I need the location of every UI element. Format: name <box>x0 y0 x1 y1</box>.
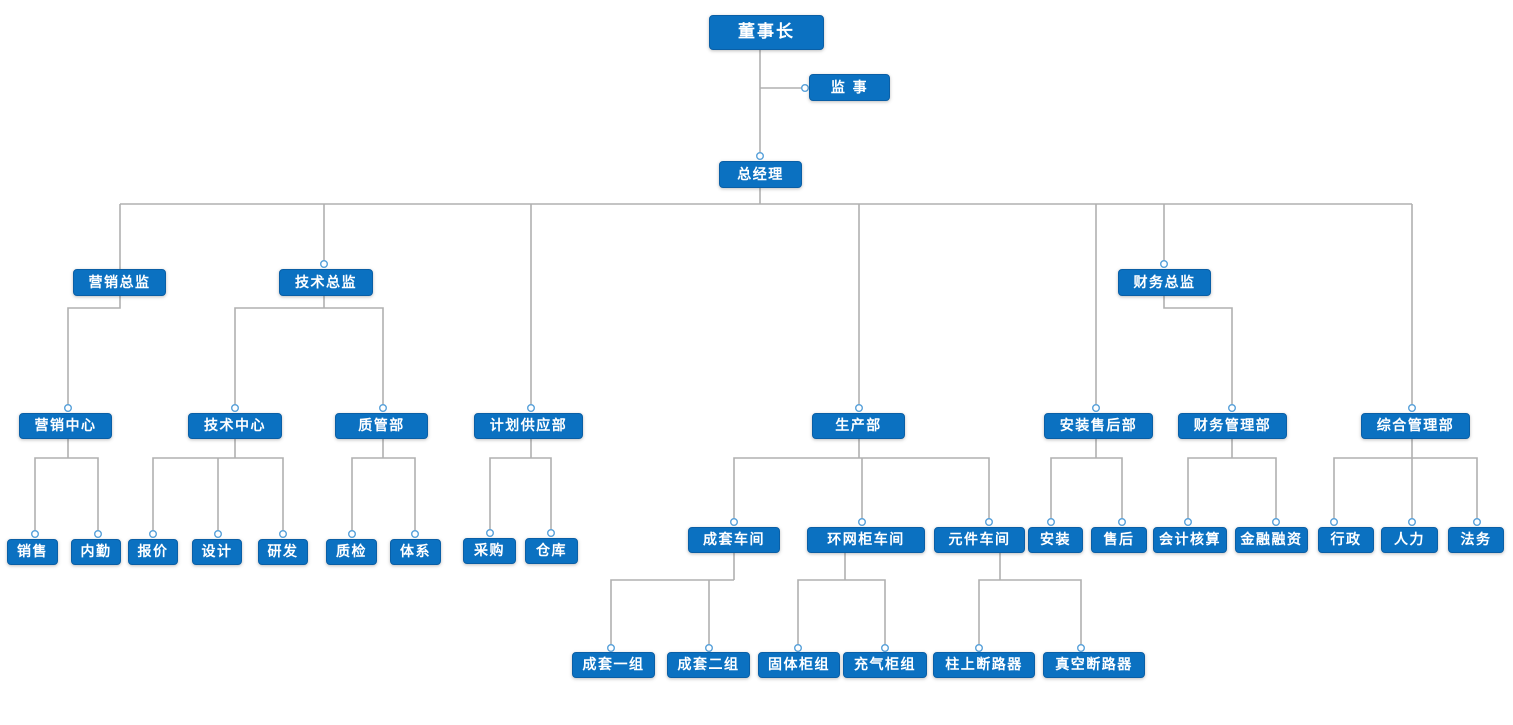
connector-port <box>1091 404 1100 413</box>
org-node-planning-supply-dept[interactable]: 计划供应部 <box>474 413 583 439</box>
org-node-production-dept[interactable]: 生产部 <box>812 413 905 439</box>
connector-port <box>1407 404 1416 413</box>
connector-port <box>547 529 556 538</box>
connector-port <box>93 530 102 539</box>
connector-segment <box>34 457 99 534</box>
connector-segment <box>978 579 1082 648</box>
connector-port <box>527 404 536 413</box>
org-node-sales[interactable]: 销售 <box>7 539 58 565</box>
org-node-component-workshop[interactable]: 元件车间 <box>934 527 1025 553</box>
org-node-warehouse[interactable]: 仓库 <box>525 538 578 564</box>
connector-port <box>411 530 420 539</box>
org-node-internal-support[interactable]: 内勤 <box>71 539 121 565</box>
connector-segment <box>1163 296 1233 408</box>
connector-port <box>1117 518 1126 527</box>
org-node-quality-system[interactable]: 体系 <box>390 539 441 565</box>
org-node-install-aftersales-dept[interactable]: 安装售后部 <box>1044 413 1153 439</box>
connector-port <box>213 530 222 539</box>
connector-segment <box>1333 457 1478 522</box>
org-node-finance-mgmt-dept[interactable]: 财务管理部 <box>1178 413 1287 439</box>
org-node-rnd[interactable]: 研发 <box>258 539 308 565</box>
connector-port <box>730 518 739 527</box>
connector-port <box>31 530 40 539</box>
org-node-installation[interactable]: 安装 <box>1028 527 1083 553</box>
connector-port <box>794 644 803 653</box>
connector-port <box>801 83 810 92</box>
org-node-complete-set-workshop[interactable]: 成套车间 <box>688 527 780 553</box>
connector-segment <box>797 579 886 648</box>
org-node-hr[interactable]: 人力 <box>1381 527 1438 553</box>
org-node-accounting[interactable]: 会计核算 <box>1153 527 1227 553</box>
org-node-tech-center[interactable]: 技术中心 <box>188 413 282 439</box>
org-node-design[interactable]: 设计 <box>192 539 242 565</box>
org-node-legal[interactable]: 法务 <box>1448 527 1504 553</box>
connector-segment <box>610 579 734 648</box>
connector-port <box>379 404 388 413</box>
connector-port <box>855 404 864 413</box>
org-node-general-manager[interactable]: 总经理 <box>719 161 802 188</box>
connector-port <box>985 518 994 527</box>
connector-port <box>1329 518 1338 527</box>
connector-port <box>881 644 890 653</box>
connector-segment <box>351 457 416 534</box>
connector-port <box>705 644 714 653</box>
connector-port <box>348 530 357 539</box>
connector-port <box>1472 518 1481 527</box>
org-node-marketing-director[interactable]: 营销总监 <box>73 269 166 296</box>
org-node-financing[interactable]: 金融融资 <box>1235 527 1308 553</box>
org-node-solid-cabinet-group[interactable]: 固体柜组 <box>758 652 840 678</box>
connector-port <box>975 644 984 653</box>
org-node-quotation[interactable]: 报价 <box>128 539 178 565</box>
connector-port <box>148 530 157 539</box>
connector-segment <box>489 457 552 533</box>
connector-port <box>858 518 867 527</box>
connector-port <box>1407 518 1416 527</box>
connector-segment <box>234 307 384 408</box>
connector-port <box>756 151 765 160</box>
org-node-ring-cabinet-workshop[interactable]: 环网柜车间 <box>807 527 925 553</box>
connector-port <box>1159 260 1168 269</box>
org-node-aftersales[interactable]: 售后 <box>1091 527 1147 553</box>
connector-port <box>607 644 616 653</box>
connector-port <box>1227 404 1236 413</box>
org-node-chairman[interactable]: 董事长 <box>709 15 824 50</box>
org-node-marketing-center[interactable]: 营销中心 <box>19 413 112 439</box>
org-node-vacuum-breaker-group[interactable]: 真空断路器 <box>1043 652 1145 678</box>
connector-port <box>1183 518 1192 527</box>
connector-port <box>320 260 329 269</box>
org-node-complete-set-group-2[interactable]: 成套二组 <box>667 652 750 678</box>
connector-segment <box>1050 457 1123 522</box>
org-node-quality-dept[interactable]: 质管部 <box>335 413 428 439</box>
connector-port <box>63 404 72 413</box>
connector-port <box>279 530 288 539</box>
connector-segment <box>67 204 121 408</box>
connector-port <box>1076 644 1085 653</box>
connector-port <box>1271 518 1280 527</box>
org-node-pole-breaker-group[interactable]: 柱上断路器 <box>933 652 1035 678</box>
org-node-gas-cabinet-group[interactable]: 充气柜组 <box>843 652 927 678</box>
connector-port <box>486 529 495 538</box>
connector-segment <box>1187 457 1277 522</box>
org-node-finance-director[interactable]: 财务总监 <box>1118 269 1211 296</box>
connector-port <box>1046 518 1055 527</box>
org-node-purchasing[interactable]: 采购 <box>463 538 516 564</box>
org-node-tech-director[interactable]: 技术总监 <box>279 269 373 296</box>
org-node-complete-set-group-1[interactable]: 成套一组 <box>572 652 655 678</box>
org-node-quality-inspection[interactable]: 质检 <box>326 539 377 565</box>
org-node-general-mgmt-dept[interactable]: 综合管理部 <box>1361 413 1470 439</box>
org-node-admin[interactable]: 行政 <box>1318 527 1374 553</box>
org-node-supervisor[interactable]: 监 事 <box>809 74 890 101</box>
connector-port <box>230 404 239 413</box>
